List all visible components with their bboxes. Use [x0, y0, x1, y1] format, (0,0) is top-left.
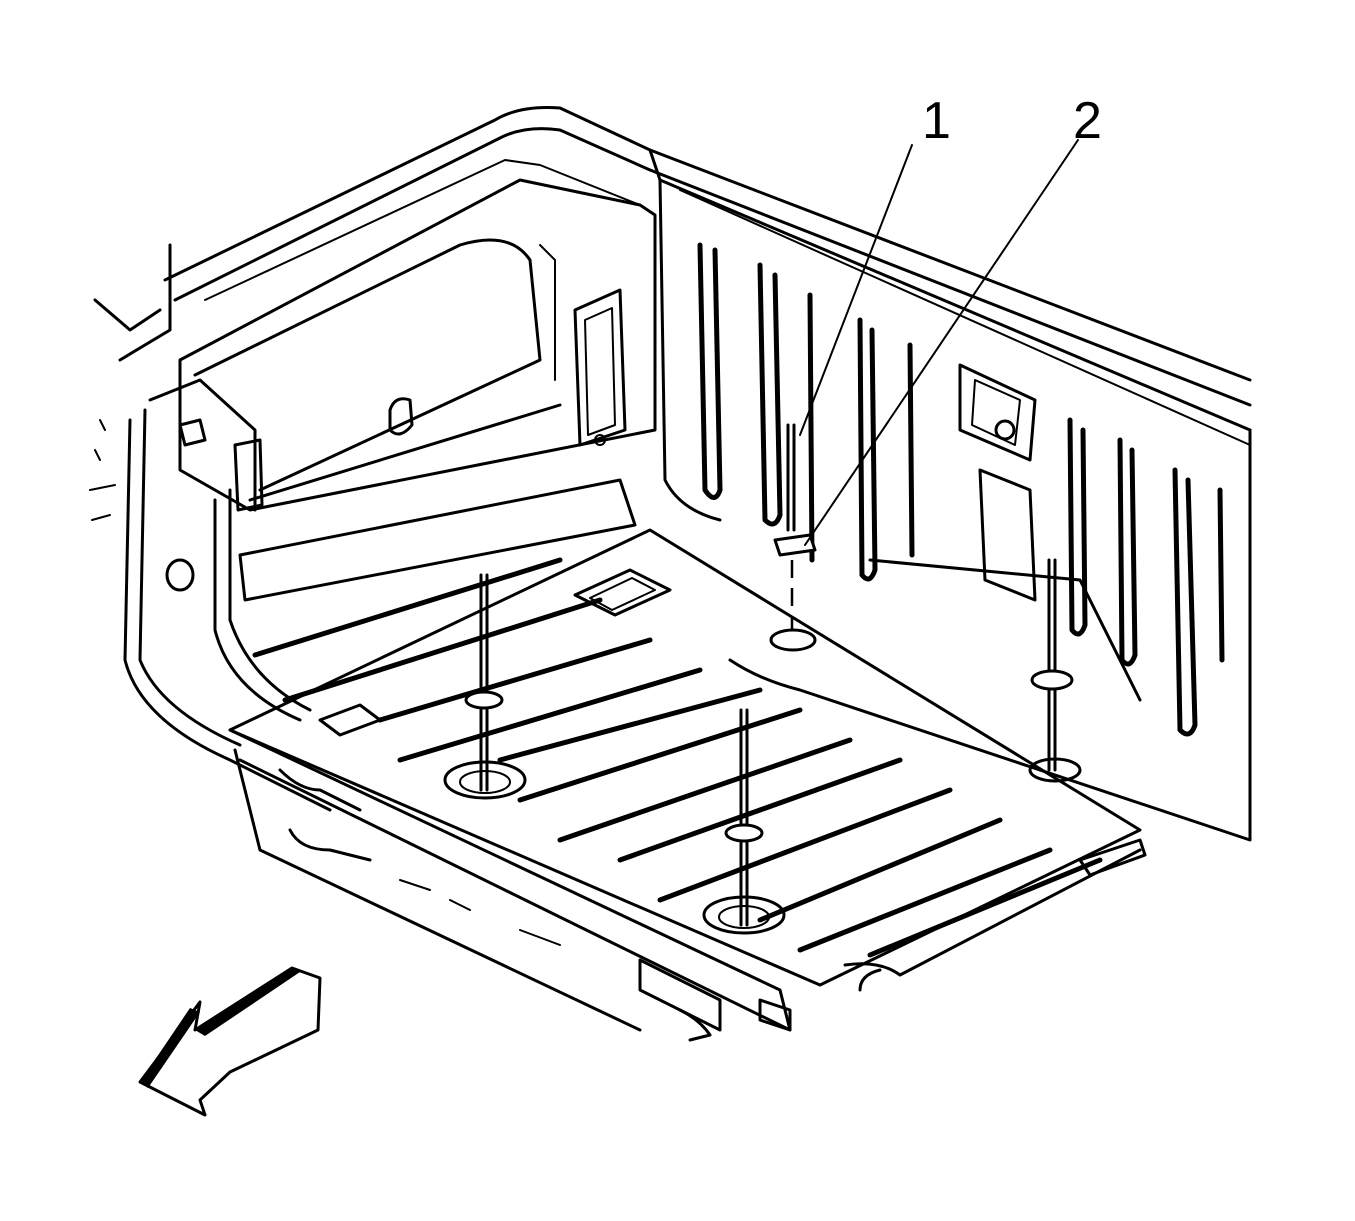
forward-arrow-icon: [138, 966, 322, 1117]
bed-rails: [93, 106, 1252, 446]
right-bed-side: [658, 178, 1252, 842]
callout-2-label: 2: [1073, 92, 1102, 150]
bed-floor: [228, 528, 1147, 987]
lower-rail: [228, 728, 1142, 1042]
callout-1-label: 1: [922, 92, 951, 150]
callout-leaders: [799, 139, 1079, 546]
fasteners: [443, 423, 1082, 935]
front-storage-box: [178, 178, 657, 602]
left-bed-side: [89, 378, 332, 812]
